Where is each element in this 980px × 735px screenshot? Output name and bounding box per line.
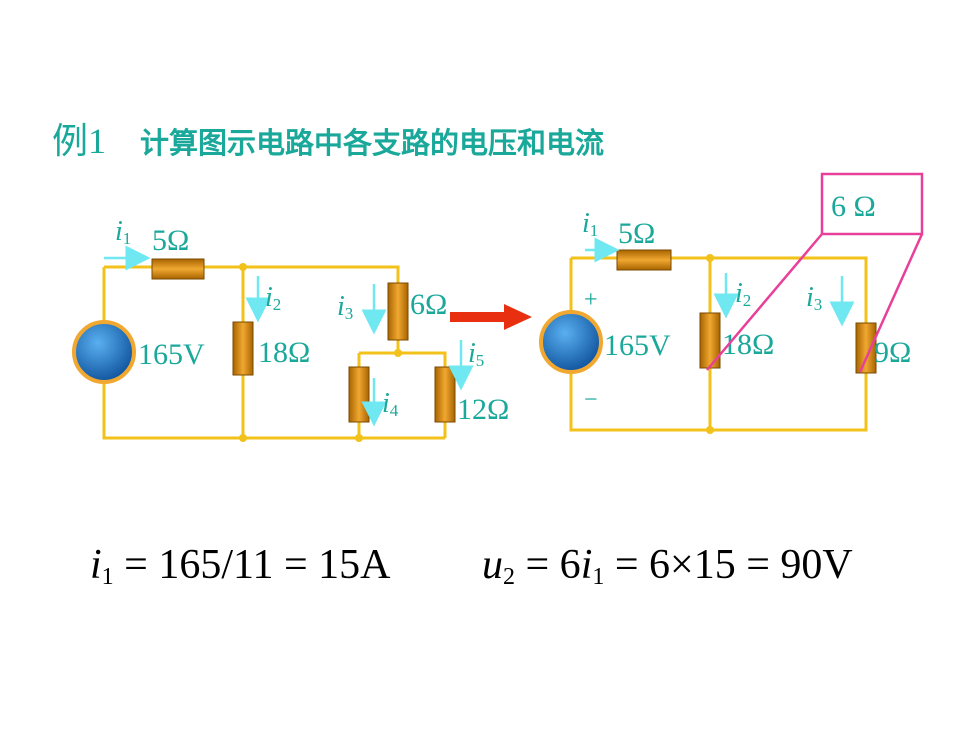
junction-dot <box>355 434 363 442</box>
right-r5-label: 5Ω <box>618 217 655 250</box>
right-minus-sign: − <box>584 387 598 413</box>
left-i3-label: i3 <box>337 291 353 323</box>
left-i1-label: i1 <box>115 216 131 248</box>
resistor-left-12ohm <box>434 366 456 423</box>
equivalent-callout: 6 Ω <box>706 172 924 373</box>
left-r18-label: 18Ω <box>258 336 310 369</box>
junction-dot <box>239 434 247 442</box>
voltage-source-left <box>72 320 136 384</box>
left-i2-label: i2 <box>265 282 281 314</box>
resistor-left-18ohm <box>232 321 254 376</box>
callout-line-right <box>858 233 924 373</box>
page-title: 例1 计算图示电路中各支路的电压和电流 <box>52 112 604 164</box>
resistor-left-5ohm <box>151 258 205 280</box>
equation-voltage: u2 = 6i1 = 6×15 = 90V <box>482 542 853 590</box>
callout-label: 6 Ω <box>831 190 876 223</box>
right-junctions <box>706 254 714 434</box>
left-r5-label: 5Ω <box>152 224 189 257</box>
equation-current: i1 = 165/11 = 15A <box>90 542 391 590</box>
left-r6-label: 6Ω <box>410 288 447 321</box>
left-wire-parallel <box>357 351 447 438</box>
right-i2-label: i2 <box>735 278 751 310</box>
left-junctions <box>239 263 402 442</box>
right-r9-label: 9Ω <box>874 336 911 369</box>
right-plus-sign: + <box>584 287 598 313</box>
resistor-left-6ohm-parallel <box>348 366 370 423</box>
right-r18-label: 18Ω <box>722 328 774 361</box>
left-i4-label: i4 <box>382 388 399 420</box>
resistor-right-5ohm <box>616 249 672 271</box>
junction-dot <box>239 263 247 271</box>
junction-dot <box>706 254 714 262</box>
problem-statement: 计算图示电路中各支路的电压和电流 <box>140 126 605 160</box>
right-i3-label: i3 <box>806 282 822 314</box>
resistor-right-9ohm <box>855 322 877 374</box>
right-i1-label: i1 <box>582 208 598 240</box>
resistor-left-6ohm <box>387 282 409 341</box>
voltage-source-right <box>539 310 603 374</box>
right-source-label: 165V <box>604 329 671 362</box>
example-label: 例1 <box>52 121 107 161</box>
left-r12-label: 12Ω <box>457 393 509 426</box>
junction-dot <box>706 426 714 434</box>
junction-dot <box>394 349 402 357</box>
callout-box <box>820 172 924 236</box>
transform-arrow <box>450 304 532 330</box>
left-source-label: 165V <box>138 338 205 371</box>
left-i5-label: i5 <box>468 338 484 370</box>
callout-line-left <box>706 233 823 371</box>
